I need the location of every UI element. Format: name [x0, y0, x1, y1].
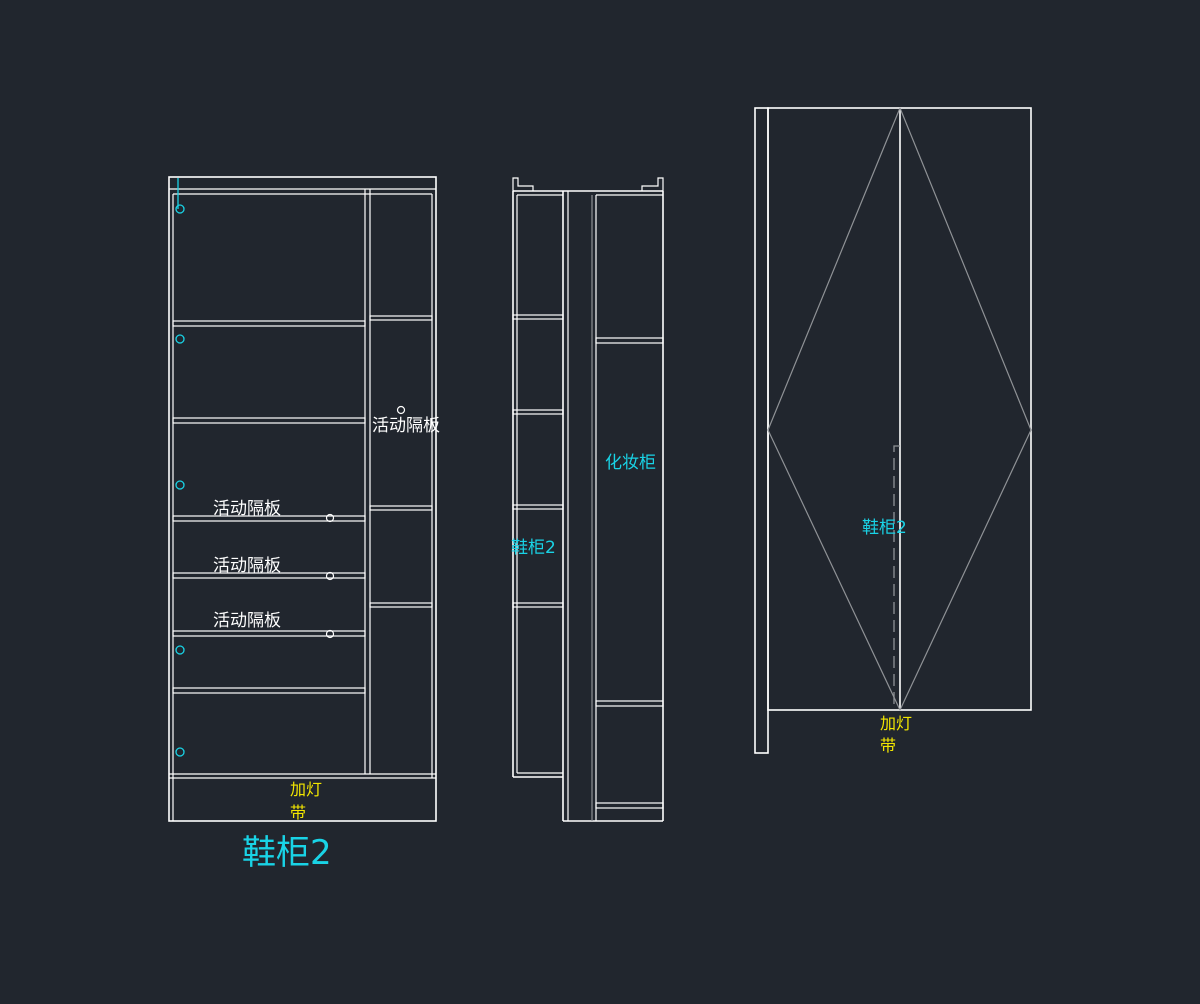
door-light-label-line1: 加灯 [880, 714, 912, 733]
vanity-cab-shelf [595, 337, 664, 344]
vanity-cab-shelf [595, 802, 664, 809]
shelf-pin-marker [396, 405, 406, 415]
shelf-pin-marker [325, 629, 335, 639]
left-door-swing-lines [767, 107, 901, 711]
hinge-marker-icon [175, 334, 185, 344]
side-top-cap-right [641, 177, 664, 191]
hinge-marker-icon [175, 204, 185, 214]
door-view: 鞋柜2 加灯 带 [754, 107, 1032, 755]
side-shelf-label: 活动隔板 [372, 416, 440, 436]
front-shelf [172, 687, 366, 694]
hidden-edge-dashed [893, 445, 900, 710]
side-top-cap-left [512, 177, 534, 191]
shelf-label: 活动隔板 [213, 556, 281, 576]
front-view: 活动隔板 活动隔板 活动隔板 活动隔板 加灯 带 鞋柜2 [168, 176, 440, 873]
shoe-cab-shelf [512, 314, 564, 320]
front-side-shelf [369, 315, 433, 321]
light-strip-label-line1: 加灯 [290, 780, 322, 799]
shelf-label: 活动隔板 [213, 499, 281, 519]
right-door-swing-lines [899, 107, 1032, 711]
front-shelf [172, 320, 366, 327]
shelf-label: 活动隔板 [213, 611, 281, 631]
door-side-panel [754, 107, 769, 754]
vanity-cab-label: 化妆柜 [605, 453, 656, 473]
shoe-cab-shelf [512, 602, 564, 608]
front-view-title: 鞋柜2 [242, 833, 332, 873]
front-outer-frame [168, 176, 437, 822]
shoe-cab-shelf [512, 504, 564, 510]
shoe-cab-label: 鞋柜2 [511, 538, 556, 558]
front-side-shelf [369, 505, 433, 511]
door-light-label-line2: 带 [880, 736, 896, 755]
front-shelf [172, 572, 366, 579]
front-shelf [172, 515, 366, 522]
shelf-pin-marker [325, 571, 335, 581]
front-shelf [172, 417, 366, 424]
vanity-cab-shelf [595, 700, 664, 707]
side-view: 鞋柜2 化妆柜 [511, 177, 664, 822]
front-shelf [172, 630, 366, 637]
hinge-marker-icon [175, 645, 185, 655]
shoe-cab-shelf [512, 409, 564, 415]
door-view-label: 鞋柜2 [862, 518, 907, 538]
front-side-shelf [369, 602, 433, 608]
hinge-marker-icon [175, 480, 185, 490]
light-strip-label-line2: 带 [290, 803, 306, 822]
shelf-pin-marker [325, 513, 335, 523]
hinge-marker-icon [175, 747, 185, 757]
